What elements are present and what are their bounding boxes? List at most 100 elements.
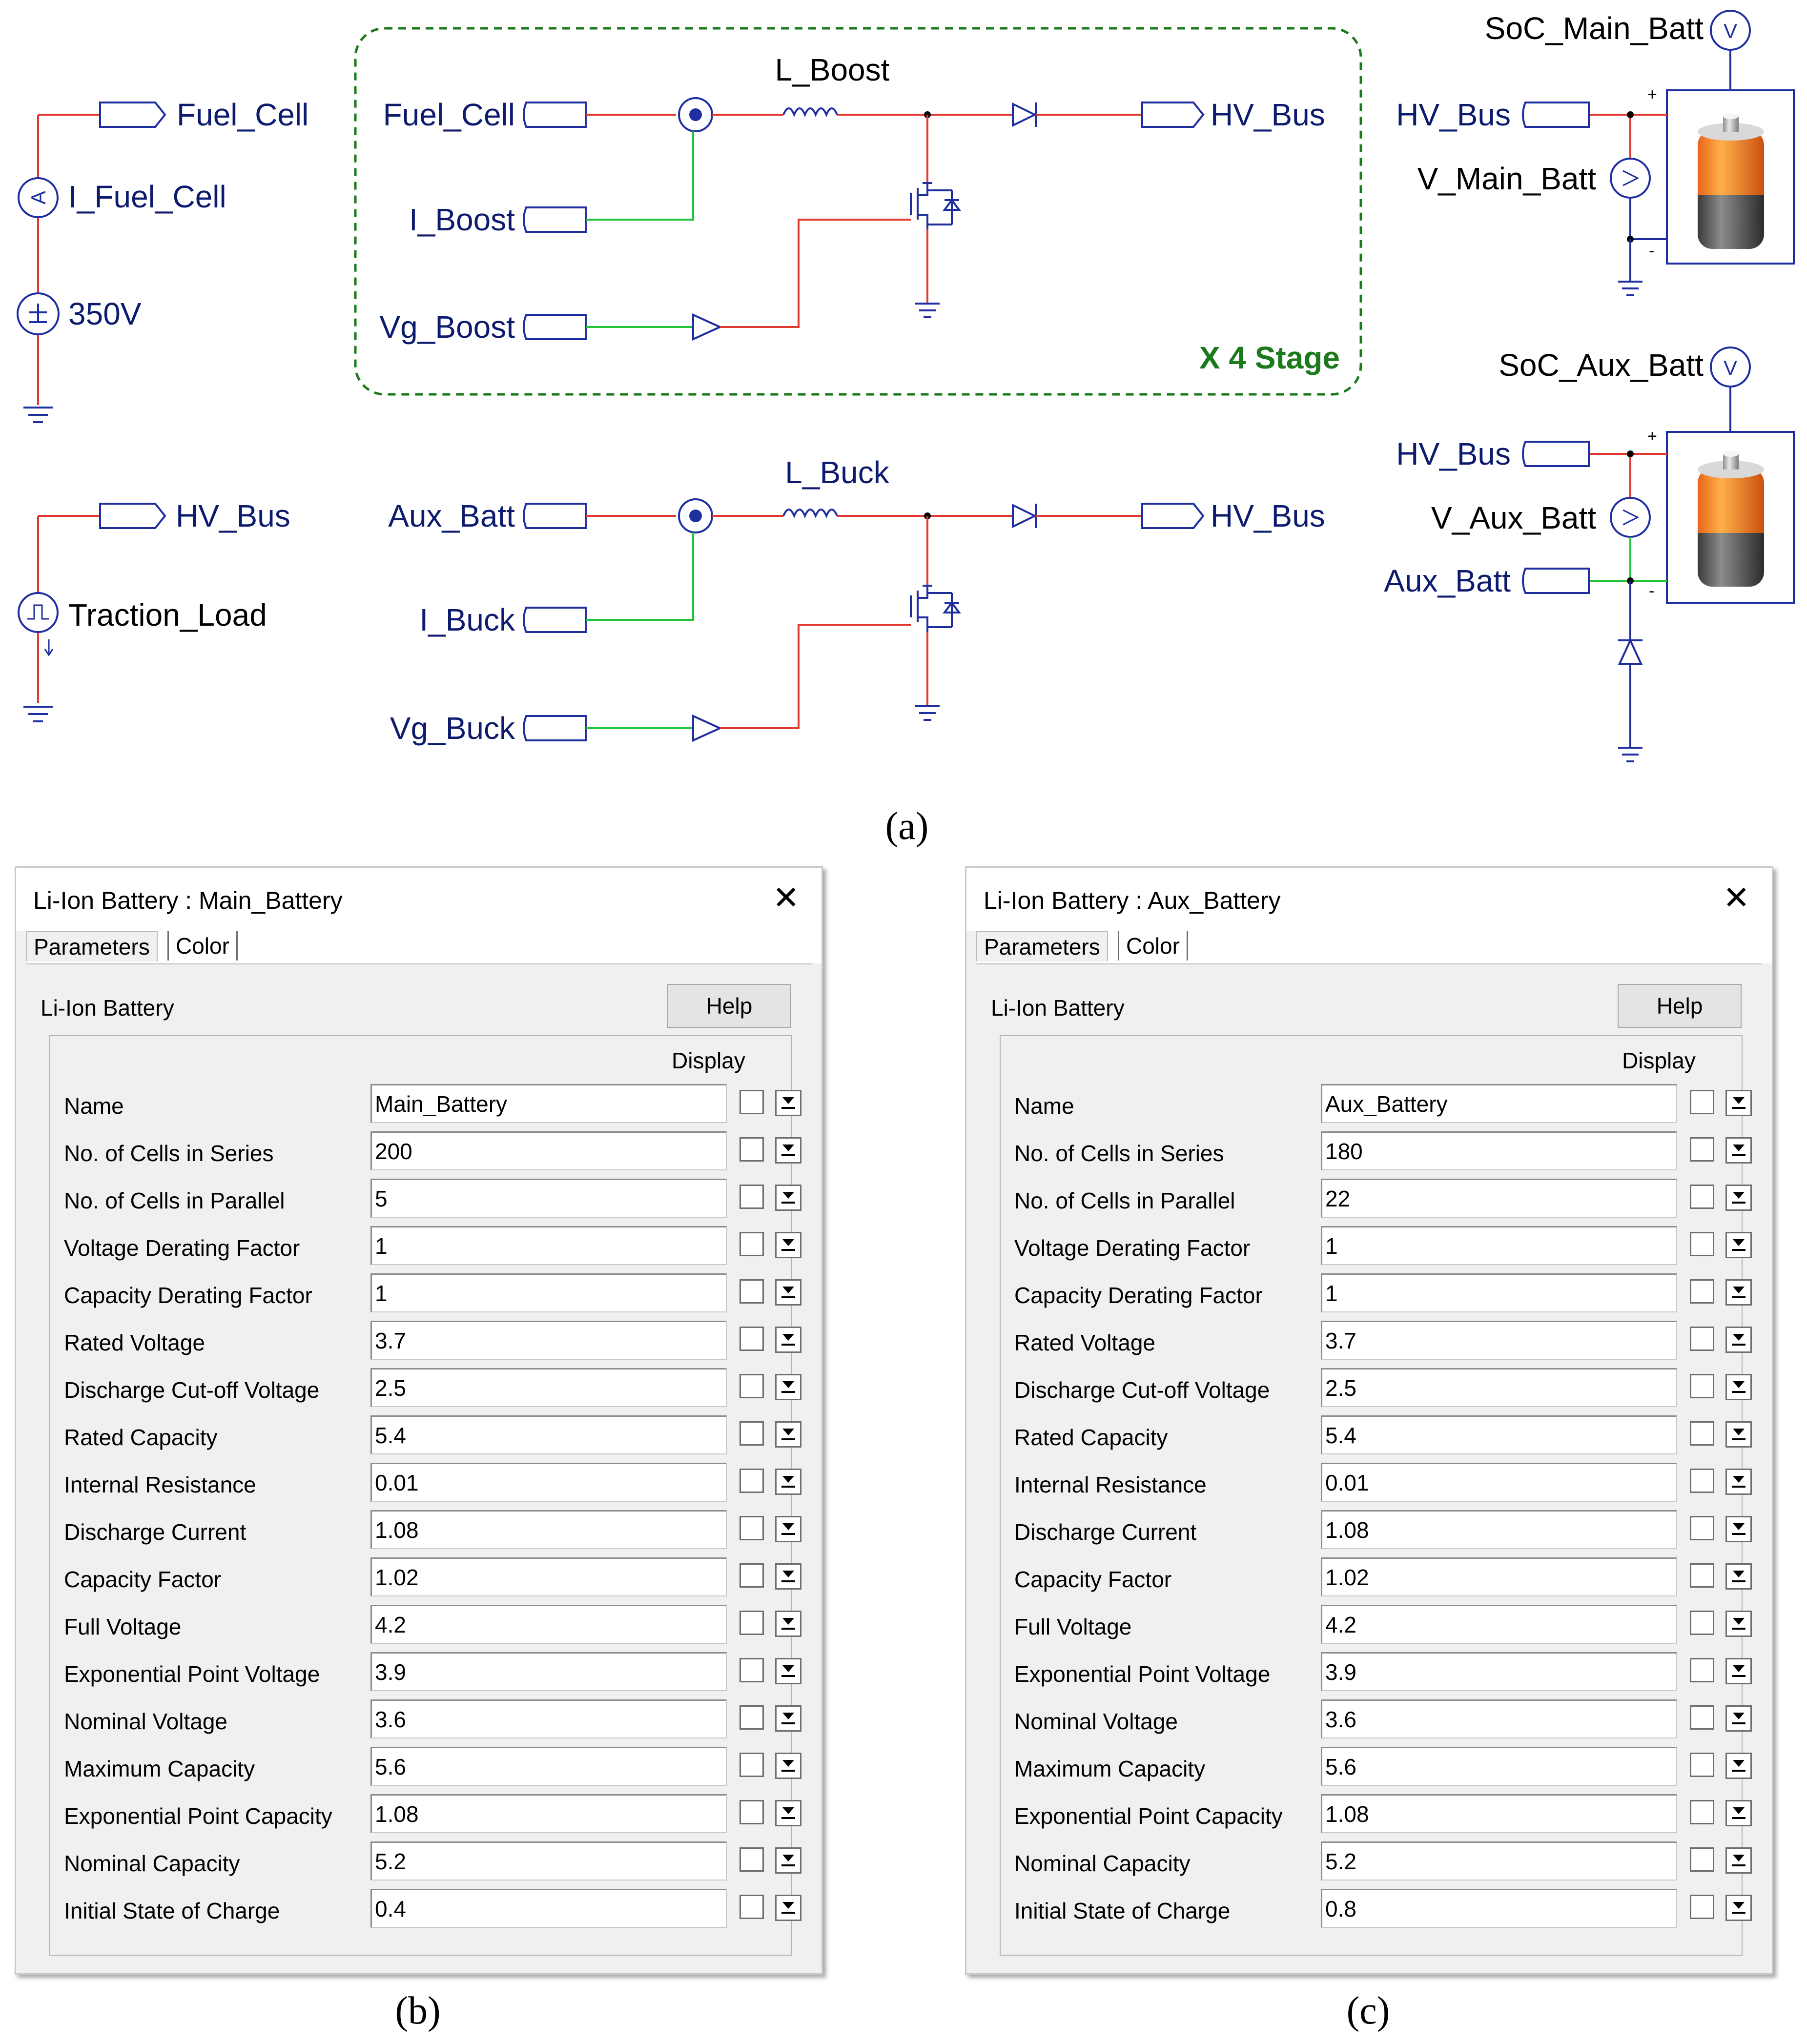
dropdown-arrow-icon[interactable] (1725, 1327, 1752, 1353)
display-checkbox[interactable] (1690, 1469, 1714, 1493)
dropdown-arrow-icon[interactable] (1725, 1563, 1752, 1590)
dropdown-arrow-icon[interactable] (1725, 1090, 1752, 1116)
tab-parameters[interactable]: Parameters (26, 931, 158, 961)
param-input-discharge-cut-off-voltage[interactable] (370, 1368, 727, 1407)
display-checkbox[interactable] (739, 1327, 764, 1351)
dropdown-arrow-icon[interactable] (1725, 1185, 1752, 1211)
dropdown-arrow-icon[interactable] (775, 1895, 801, 1921)
dropdown-arrow-icon[interactable] (775, 1516, 801, 1542)
display-checkbox[interactable] (1690, 1374, 1714, 1398)
dropdown-arrow-icon[interactable] (1725, 1753, 1752, 1779)
display-checkbox[interactable] (1690, 1516, 1714, 1540)
param-input-maximum-capacity[interactable] (370, 1747, 727, 1786)
tab-parameters[interactable]: Parameters (976, 931, 1108, 961)
dropdown-arrow-icon[interactable] (775, 1705, 801, 1732)
dropdown-arrow-icon[interactable] (1725, 1895, 1752, 1921)
display-checkbox[interactable] (1690, 1563, 1714, 1588)
param-input-discharge-current[interactable] (1321, 1510, 1677, 1549)
display-checkbox[interactable] (739, 1279, 764, 1304)
dropdown-arrow-icon[interactable] (1725, 1658, 1752, 1684)
display-checkbox[interactable] (1690, 1847, 1714, 1872)
dropdown-arrow-icon[interactable] (1725, 1469, 1752, 1495)
dropdown-arrow-icon[interactable] (1725, 1800, 1752, 1826)
param-input-voltage-derating-factor[interactable] (1321, 1226, 1677, 1265)
display-checkbox[interactable] (739, 1895, 764, 1919)
param-input-initial-state-of-charge[interactable] (370, 1889, 727, 1928)
param-input-voltage-derating-factor[interactable] (370, 1226, 727, 1265)
dropdown-arrow-icon[interactable] (1725, 1232, 1752, 1258)
display-checkbox[interactable] (1690, 1421, 1714, 1446)
param-input-nominal-voltage[interactable] (370, 1699, 727, 1738)
param-input-full-voltage[interactable] (370, 1605, 727, 1644)
param-input-initial-state-of-charge[interactable] (1321, 1889, 1677, 1928)
tab-color[interactable]: Color (1118, 931, 1188, 961)
dropdown-arrow-icon[interactable] (1725, 1279, 1752, 1306)
dropdown-arrow-icon[interactable] (775, 1090, 801, 1116)
dropdown-arrow-icon[interactable] (775, 1658, 801, 1684)
dropdown-arrow-icon[interactable] (1725, 1137, 1752, 1164)
param-input-capacity-factor[interactable] (1321, 1557, 1677, 1596)
param-input-capacity-derating-factor[interactable] (370, 1273, 727, 1312)
tab-color[interactable]: Color (167, 931, 238, 961)
display-checkbox[interactable] (1690, 1279, 1714, 1304)
display-checkbox[interactable] (739, 1753, 764, 1777)
param-input-name[interactable] (1321, 1084, 1677, 1123)
display-checkbox[interactable] (739, 1374, 764, 1398)
dropdown-arrow-icon[interactable] (775, 1185, 801, 1211)
help-button[interactable]: Help (1618, 984, 1742, 1028)
dropdown-arrow-icon[interactable] (1725, 1374, 1752, 1400)
display-checkbox[interactable] (739, 1658, 764, 1682)
dropdown-arrow-icon[interactable] (775, 1279, 801, 1306)
dropdown-arrow-icon[interactable] (775, 1753, 801, 1779)
param-input-rated-voltage[interactable] (1321, 1321, 1677, 1360)
display-checkbox[interactable] (739, 1090, 764, 1114)
display-checkbox[interactable] (1690, 1895, 1714, 1919)
dropdown-arrow-icon[interactable] (1725, 1421, 1752, 1448)
param-input-rated-voltage[interactable] (370, 1321, 727, 1360)
param-input-rated-capacity[interactable] (370, 1415, 727, 1454)
param-input-exponential-point-capacity[interactable] (370, 1794, 727, 1833)
dropdown-arrow-icon[interactable] (775, 1800, 801, 1826)
param-input-discharge-cut-off-voltage[interactable] (1321, 1368, 1677, 1407)
param-input-discharge-current[interactable] (370, 1510, 727, 1549)
dropdown-arrow-icon[interactable] (1725, 1705, 1752, 1732)
display-checkbox[interactable] (739, 1847, 764, 1872)
param-input-exponential-point-voltage[interactable] (1321, 1652, 1677, 1691)
display-checkbox[interactable] (739, 1563, 764, 1588)
display-checkbox[interactable] (739, 1516, 764, 1540)
display-checkbox[interactable] (739, 1800, 764, 1824)
param-input-no-of-cells-in-series[interactable] (370, 1131, 727, 1170)
dropdown-arrow-icon[interactable] (775, 1327, 801, 1353)
param-input-nominal-capacity[interactable] (370, 1841, 727, 1880)
display-checkbox[interactable] (1690, 1232, 1714, 1256)
param-input-no-of-cells-in-series[interactable] (1321, 1131, 1677, 1170)
dropdown-arrow-icon[interactable] (1725, 1611, 1752, 1637)
param-input-internal-resistance[interactable] (1321, 1463, 1677, 1502)
display-checkbox[interactable] (1690, 1753, 1714, 1777)
display-checkbox[interactable] (739, 1421, 764, 1446)
dropdown-arrow-icon[interactable] (775, 1374, 801, 1400)
display-checkbox[interactable] (739, 1137, 764, 1162)
display-checkbox[interactable] (1690, 1705, 1714, 1730)
dropdown-arrow-icon[interactable] (775, 1232, 801, 1258)
param-input-name[interactable] (370, 1084, 727, 1123)
param-input-capacity-factor[interactable] (370, 1557, 727, 1596)
close-icon[interactable]: ✕ (772, 879, 800, 916)
display-checkbox[interactable] (739, 1611, 764, 1635)
param-input-exponential-point-voltage[interactable] (370, 1652, 727, 1691)
dropdown-arrow-icon[interactable] (775, 1421, 801, 1448)
param-input-internal-resistance[interactable] (370, 1463, 727, 1502)
help-button[interactable]: Help (667, 984, 791, 1028)
dropdown-arrow-icon[interactable] (1725, 1847, 1752, 1874)
dropdown-arrow-icon[interactable] (775, 1847, 801, 1874)
display-checkbox[interactable] (1690, 1090, 1714, 1114)
param-input-maximum-capacity[interactable] (1321, 1747, 1677, 1786)
param-input-capacity-derating-factor[interactable] (1321, 1273, 1677, 1312)
param-input-nominal-capacity[interactable] (1321, 1841, 1677, 1880)
close-icon[interactable]: ✕ (1723, 879, 1750, 916)
display-checkbox[interactable] (1690, 1327, 1714, 1351)
param-input-exponential-point-capacity[interactable] (1321, 1794, 1677, 1833)
display-checkbox[interactable] (1690, 1658, 1714, 1682)
display-checkbox[interactable] (739, 1232, 764, 1256)
dropdown-arrow-icon[interactable] (1725, 1516, 1752, 1542)
